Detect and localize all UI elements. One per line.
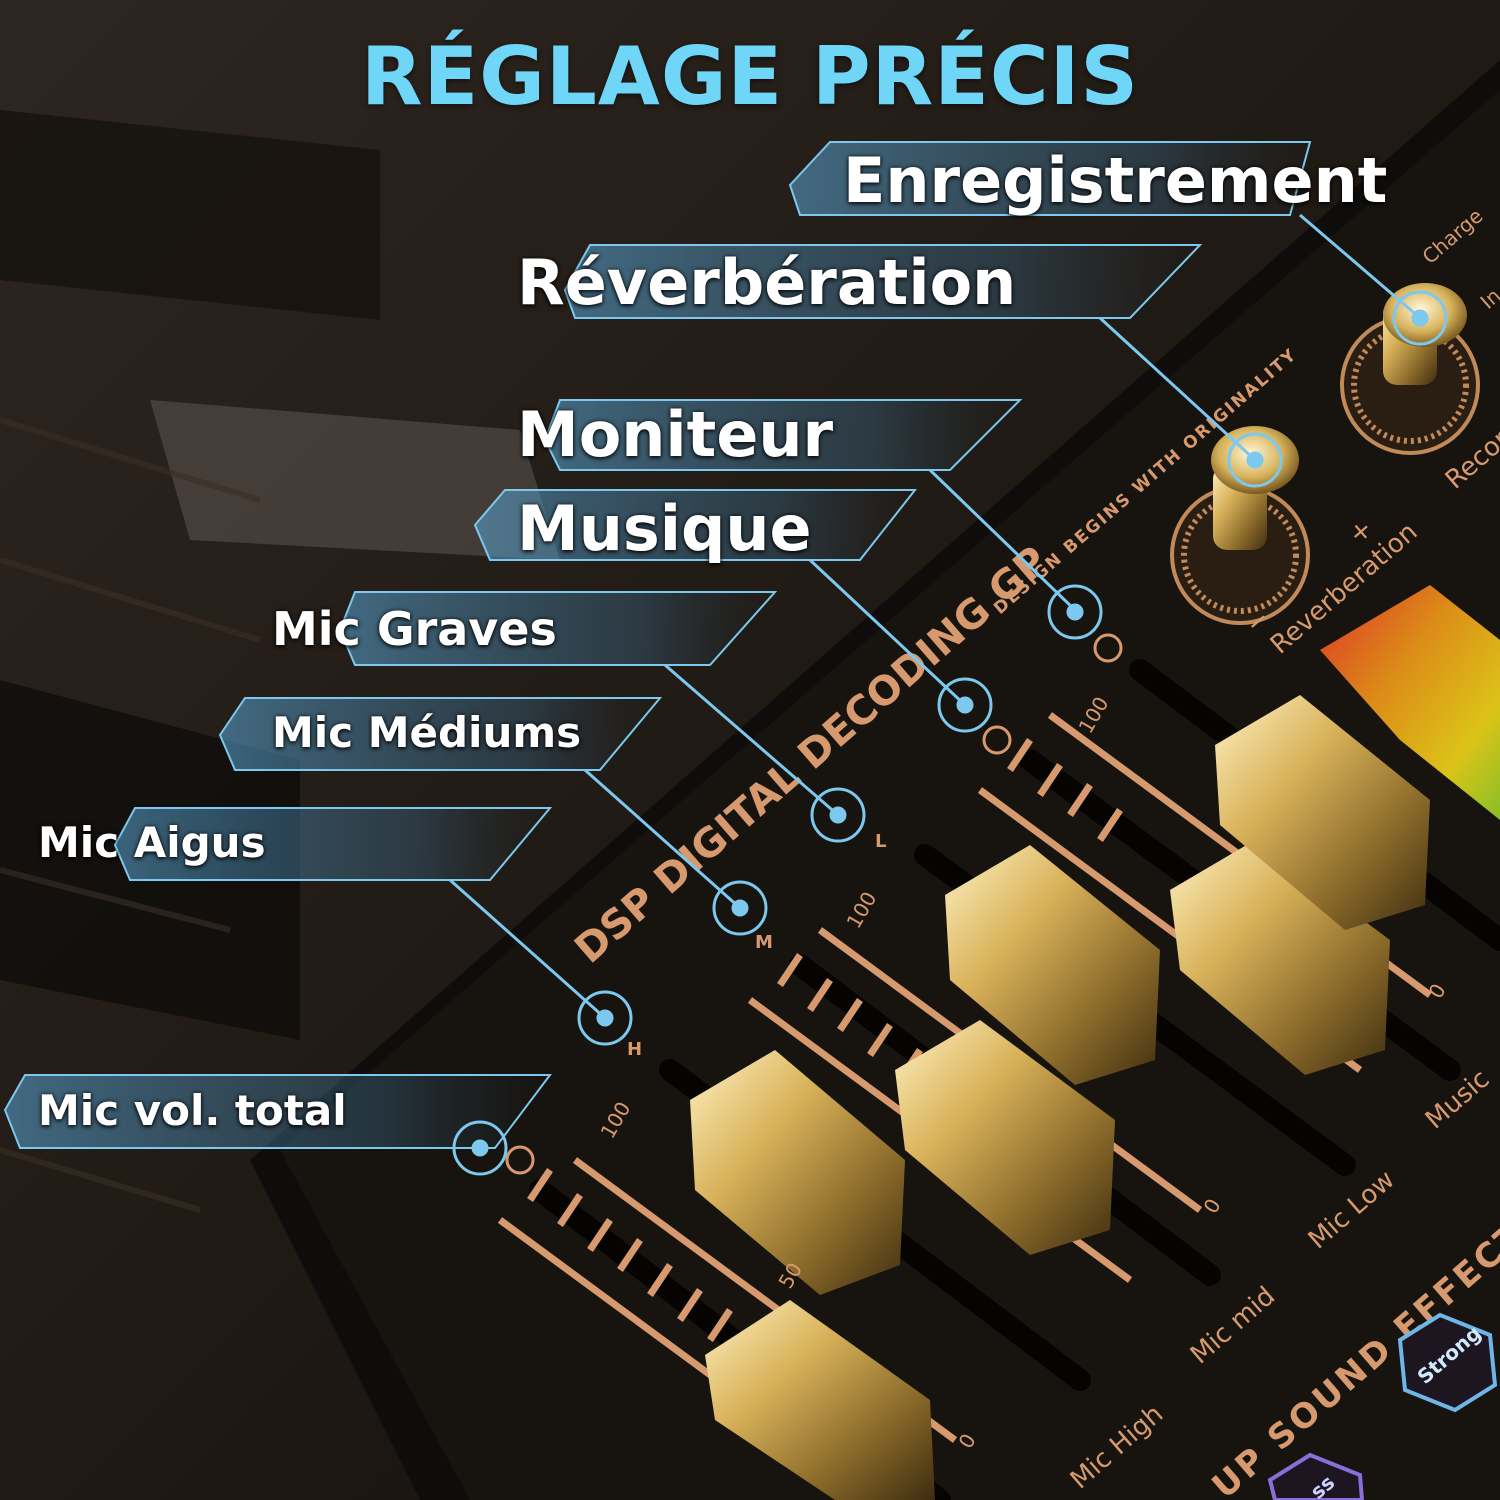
- callout-mic-vol-total: Mic vol. total: [38, 1086, 347, 1135]
- channel-letter-l: L: [875, 831, 886, 852]
- callout-moniteur: Moniteur: [517, 398, 834, 471]
- fader-mic-volume[interactable]: [705, 1300, 935, 1500]
- background-wall-socket: [150, 400, 560, 560]
- callout-enregistrement: Enregistrement: [843, 144, 1388, 217]
- background-desk-lines: [0, 417, 261, 1213]
- mic-icon: [505, 1145, 535, 1175]
- channel-icons: [505, 633, 1123, 1175]
- headphone-icon: [1093, 633, 1123, 663]
- fader-mic-low[interactable]: [945, 845, 1160, 1085]
- page-title: RÉGLAGE PRÉCIS: [361, 30, 1139, 123]
- effect-button-partial[interactable]: ss: [1267, 1452, 1365, 1500]
- callout-reverberation: Réverbération: [517, 246, 1017, 319]
- fader-music[interactable]: [1170, 840, 1390, 1075]
- channel-letter-m: M: [755, 932, 773, 953]
- callout-mic-aigus: Mic Aigus: [38, 818, 266, 867]
- background-object: [0, 110, 380, 320]
- effect-button-strong[interactable]: Strong: [1397, 1312, 1498, 1413]
- device-top-panel: [280, 90, 1500, 1500]
- fader-mic-high[interactable]: [690, 1050, 905, 1295]
- fader-monitor[interactable]: [1215, 695, 1430, 930]
- level-meter: [1320, 585, 1500, 820]
- fader-mic-mid[interactable]: [895, 1020, 1115, 1255]
- channel-letter-h: H: [627, 1039, 642, 1060]
- callout-mic-mediums: Mic Médiums: [272, 708, 582, 757]
- callout-mic-graves: Mic Graves: [272, 602, 557, 656]
- callout-tags: [3, 141, 1312, 1149]
- target-rings: [452, 290, 1448, 1176]
- reverb-knob[interactable]: [1170, 426, 1310, 625]
- music-note-icon: [982, 725, 1012, 755]
- callout-musique: Musique: [517, 492, 812, 565]
